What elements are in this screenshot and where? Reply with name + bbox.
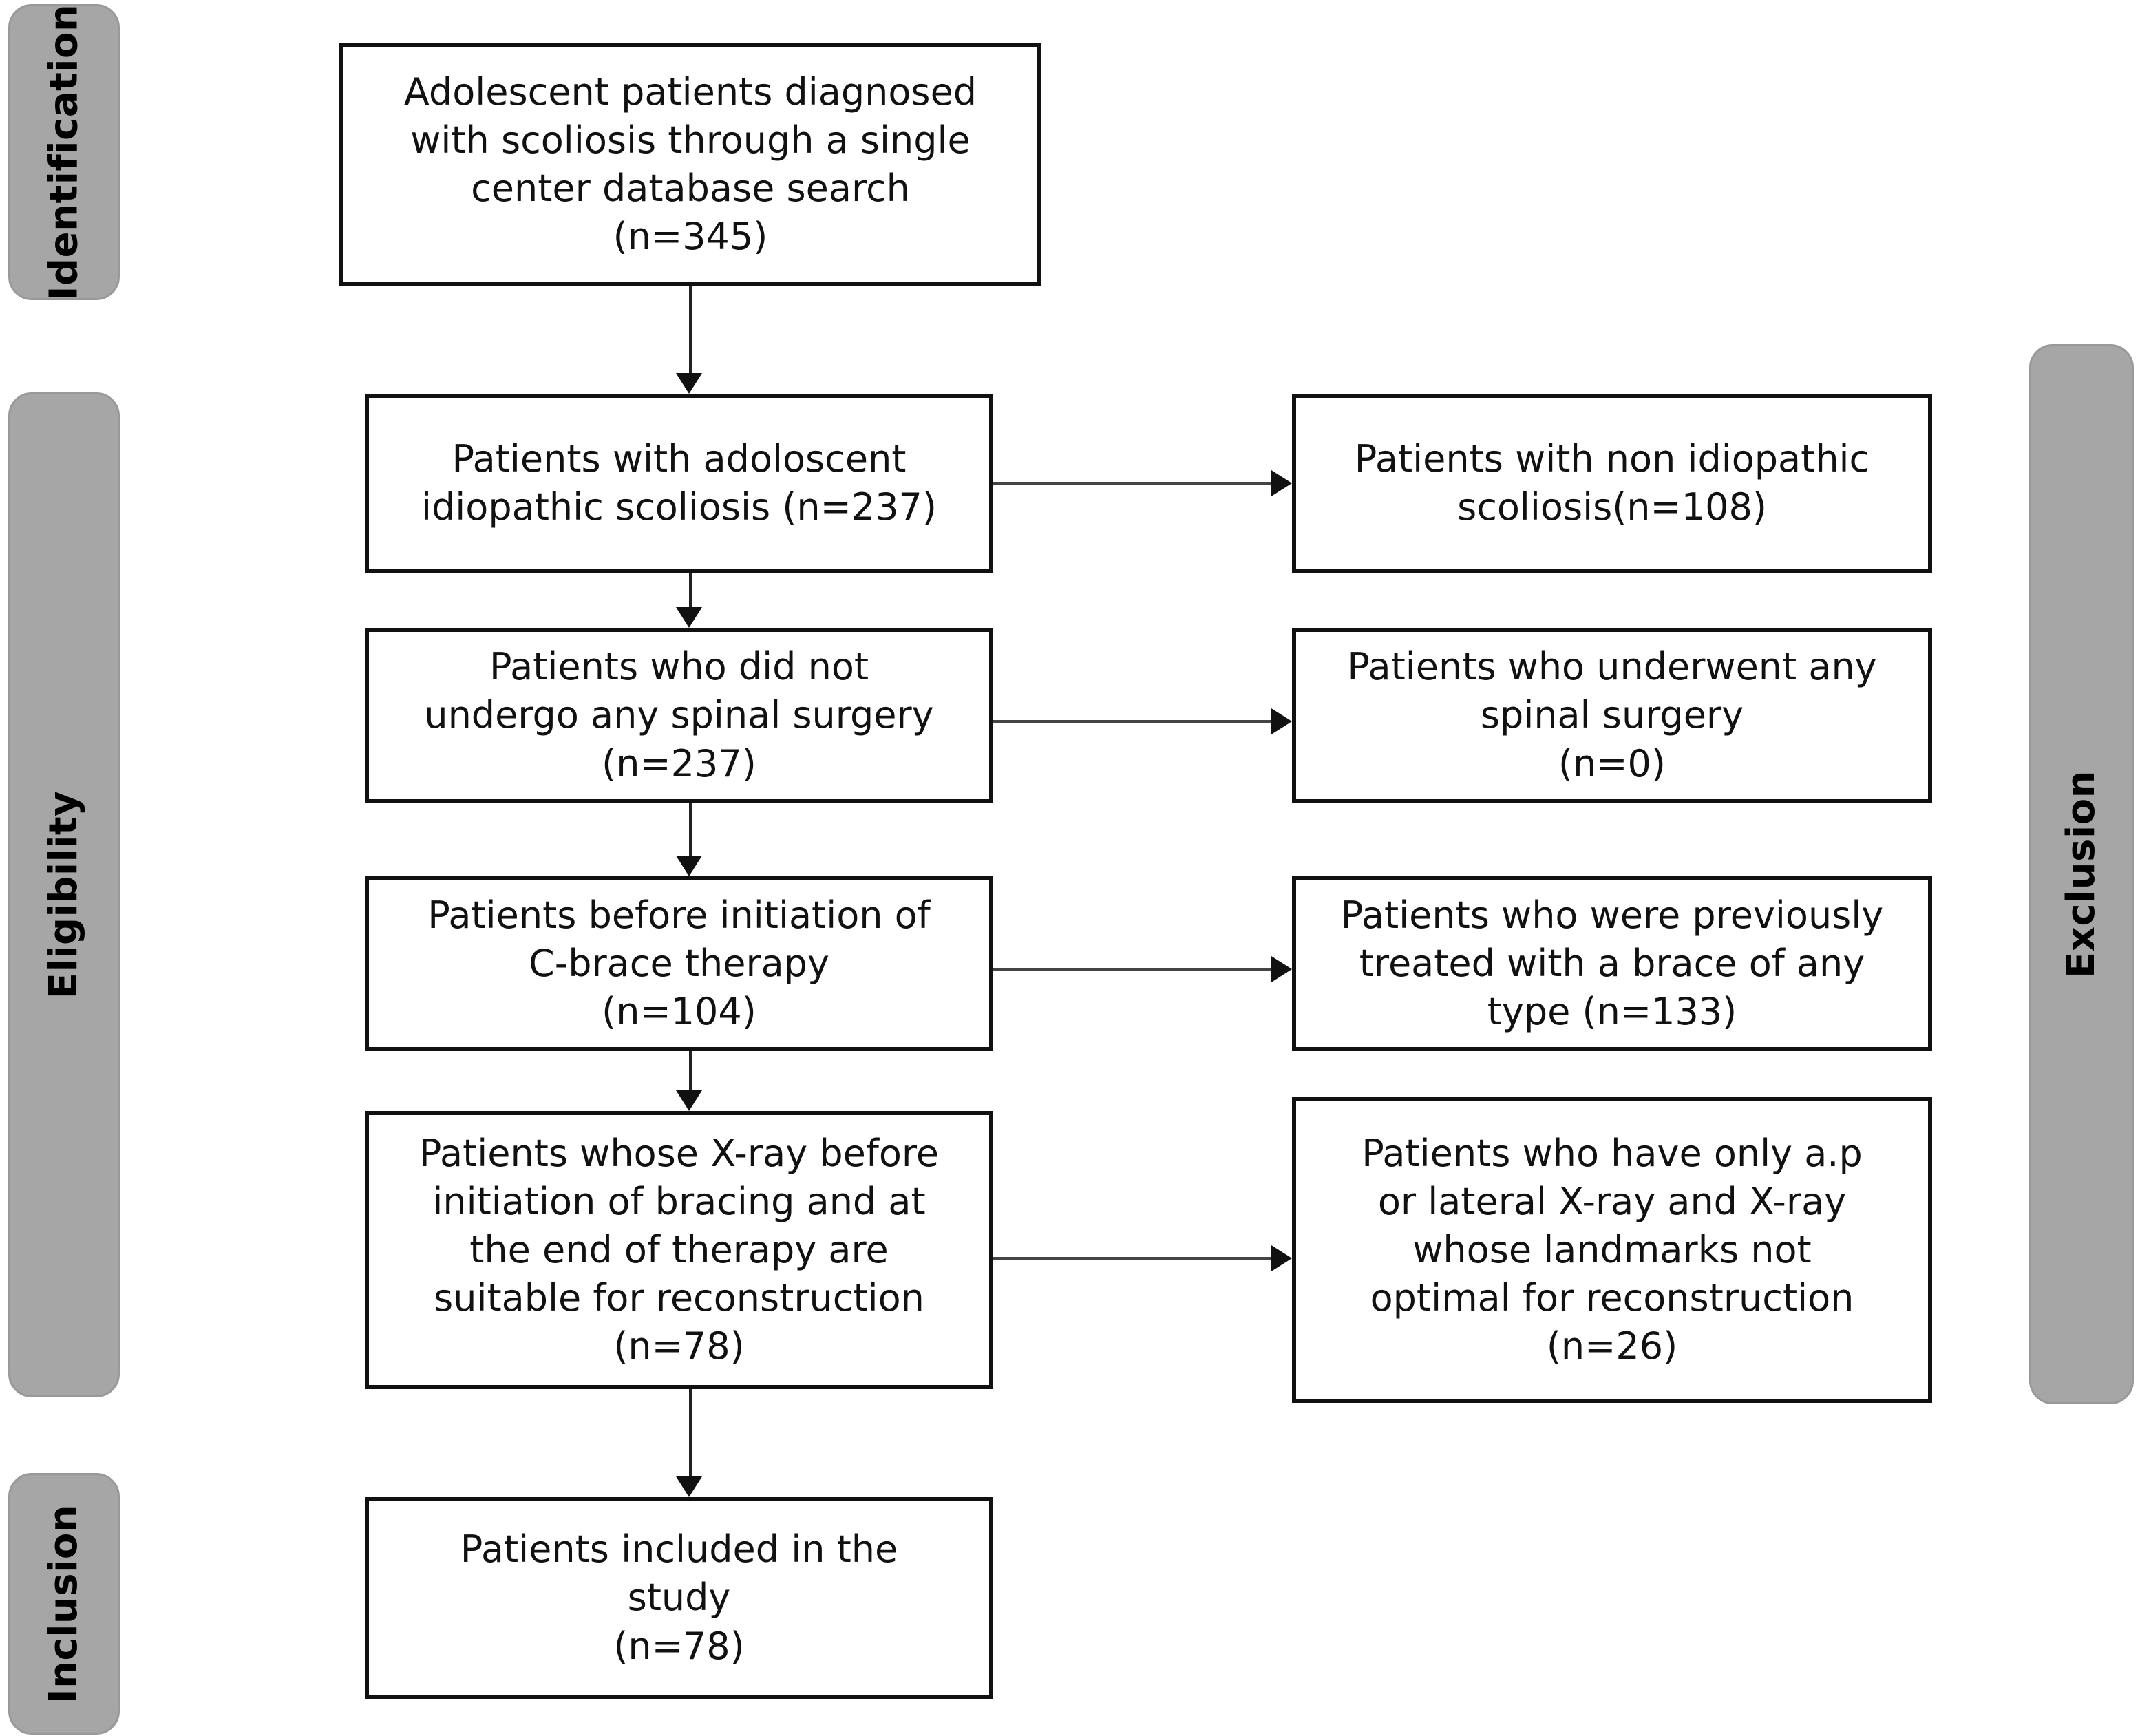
flow-box-ais: Patients with adoloscent idiopathic scol… [365, 394, 993, 573]
flow-box-included: Patients included in the study (n=78) [365, 1497, 993, 1699]
phase-label-exclusion: Exclusion [2059, 770, 2104, 978]
arrowhead-ais-to-non-idiopathic [1271, 470, 1292, 496]
phase-pill-exclusion: Exclusion [2029, 344, 2134, 1404]
phase-label-eligibility: Eligibility [41, 790, 86, 999]
arrowhead-xray-to-included [676, 1476, 702, 1497]
connector-no-surgery-to-pre-cbrace [689, 803, 692, 856]
flow-box-identified: Adolescent patients diagnosed with scoli… [339, 43, 1041, 286]
connector-pre-cbrace-to-xray [689, 1051, 692, 1090]
flow-box-had-surgery: Patients who underwent any spinal surger… [1292, 628, 1932, 803]
phase-pill-eligibility: Eligibility [8, 392, 120, 1397]
flow-box-non-idiopathic-text: Patients with non idiopathic scoliosis(n… [1354, 436, 1870, 529]
connector-no-surgery-to-had-surgery [993, 720, 1271, 723]
flow-box-prior-brace-text: Patients who were previously treated wit… [1340, 893, 1884, 1034]
flow-box-bad-xray-text: Patients who have only a.p or lateral X-… [1362, 1131, 1863, 1368]
connector-xray-to-included [689, 1389, 692, 1476]
arrowhead-pre-cbrace-to-prior-brace [1271, 956, 1292, 982]
arrowhead-ais-to-no-surgery [676, 607, 702, 628]
flow-box-ais-text: Patients with adoloscent idiopathic scol… [421, 436, 937, 529]
arrowhead-no-surgery-to-pre-cbrace [676, 856, 702, 876]
flow-box-xray-suitable-text: Patients whose X-ray before initiation o… [419, 1131, 940, 1368]
connector-identified-to-ais [689, 286, 692, 374]
arrowhead-xray-to-bad-xray [1271, 1245, 1292, 1271]
flow-box-identified-text: Adolescent patients diagnosed with scoli… [403, 70, 977, 259]
connector-ais-to-no-surgery [689, 573, 692, 607]
arrowhead-pre-cbrace-to-xray [676, 1090, 702, 1111]
connector-xray-to-bad-xray [993, 1257, 1271, 1260]
phase-label-identification: Identification [41, 3, 86, 301]
flow-box-included-text: Patients included in the study (n=78) [460, 1527, 898, 1668]
flow-box-no-surgery: Patients who did not undergo any spinal … [365, 628, 993, 803]
connector-ais-to-non-idiopathic [993, 482, 1271, 485]
flow-box-non-idiopathic: Patients with non idiopathic scoliosis(n… [1292, 394, 1932, 573]
flow-box-no-surgery-text: Patients who did not undergo any spinal … [424, 645, 934, 785]
flow-box-pre-cbrace: Patients before initiation of C-brace th… [365, 876, 993, 1051]
arrowhead-identified-to-ais [676, 373, 702, 394]
flow-box-prior-brace: Patients who were previously treated wit… [1292, 876, 1932, 1051]
flow-box-bad-xray: Patients who have only a.p or lateral X-… [1292, 1097, 1932, 1403]
arrowhead-no-surgery-to-had-surgery [1271, 708, 1292, 734]
phase-label-inclusion: Inclusion [41, 1504, 87, 1704]
flow-box-had-surgery-text: Patients who underwent any spinal surger… [1347, 645, 1877, 785]
flow-box-xray-suitable: Patients whose X-ray before initiation o… [365, 1111, 993, 1389]
phase-pill-inclusion: Inclusion [8, 1473, 120, 1735]
flow-box-pre-cbrace-text: Patients before initiation of C-brace th… [427, 893, 931, 1034]
phase-pill-identification: Identification [8, 4, 120, 300]
connector-pre-cbrace-to-prior-brace [993, 968, 1271, 971]
